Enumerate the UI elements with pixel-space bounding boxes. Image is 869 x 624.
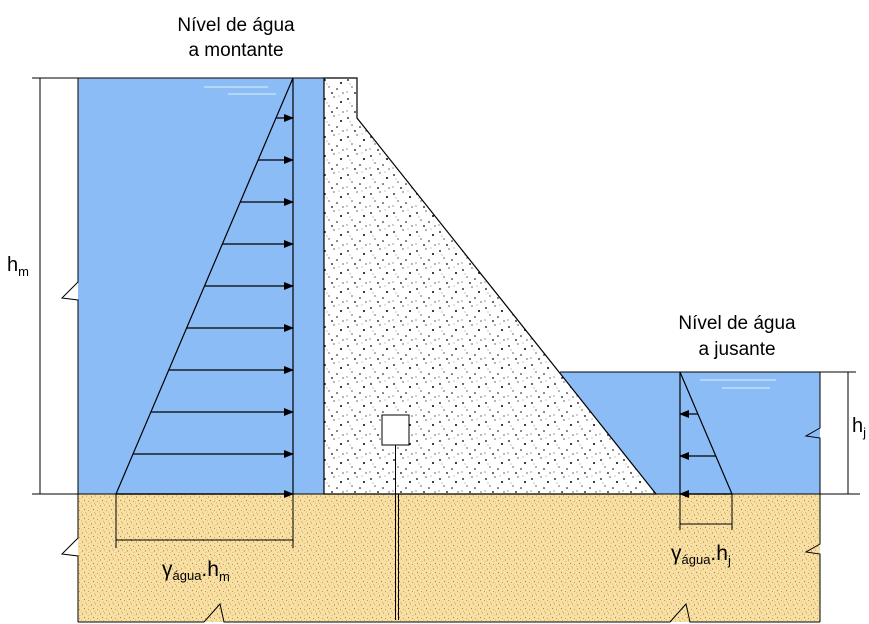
upstream-pressure-arrows — [116, 114, 294, 498]
upstream-level-label-line1: Nível de água — [177, 15, 295, 36]
formula-dot: . — [710, 542, 716, 565]
hj-label-base: h — [852, 415, 863, 437]
upstream-pressure-formula: γágua.hm — [162, 558, 230, 584]
gamma-symbol: γ — [162, 558, 173, 581]
formula-h-sub: m — [219, 569, 230, 584]
piezometer-box — [381, 414, 410, 446]
hm-label-base: h — [7, 254, 18, 276]
formula-h-sub: j — [727, 553, 731, 568]
hj-label: hj — [852, 415, 866, 440]
soil-right-break-symbol — [804, 494, 821, 622]
upstream-level-label-line2: a montante — [188, 40, 283, 61]
soil-bottom-break-right — [340, 602, 820, 623]
gamma-symbol: γ — [671, 542, 682, 565]
hm-label-sub: m — [18, 264, 29, 279]
hj-label-sub: j — [862, 425, 866, 440]
downstream-level-label-line1: Nível de água — [678, 313, 796, 334]
formula-dot: . — [201, 558, 207, 581]
formula-h: h — [716, 542, 728, 565]
downstream-level-label-line2: a jusante — [698, 339, 775, 360]
agua-subscript: água — [173, 568, 203, 583]
downstream-pressure-formula: γágua.hj — [671, 542, 731, 568]
dam-body — [323, 77, 658, 495]
soil-left-break-symbol — [60, 494, 79, 622]
right-water-break-symbol — [804, 372, 821, 494]
hm-label: hm — [7, 254, 29, 279]
left-break-symbol — [60, 78, 79, 494]
formula-h: h — [207, 558, 219, 581]
soil-bottom-break-left — [78, 602, 340, 623]
soil-foundation — [78, 494, 820, 622]
agua-subscript: água — [682, 552, 712, 567]
downstream-pressure-arrows — [679, 410, 732, 498]
